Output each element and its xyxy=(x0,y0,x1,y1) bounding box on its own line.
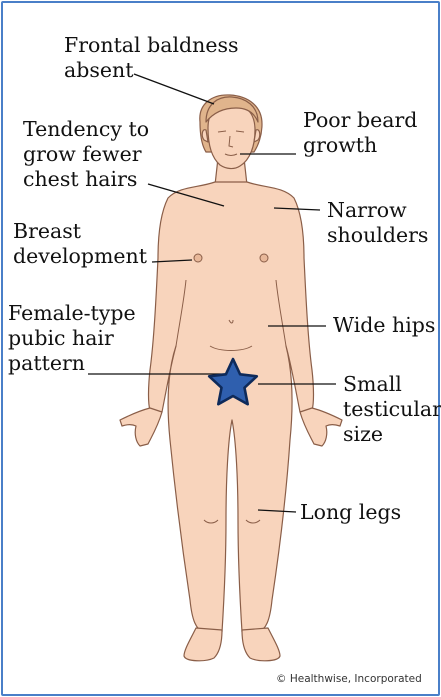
right-hand xyxy=(300,408,342,446)
label-line: grow fewer xyxy=(23,142,149,167)
label-line: Female-type xyxy=(8,301,136,326)
label-line: shoulders xyxy=(327,223,428,248)
label-poor-beard: Poor beard growth xyxy=(303,108,417,158)
label-wide-hips: Wide hips xyxy=(333,313,435,338)
label-line: pubic hair xyxy=(8,326,136,351)
label-chest-hair: Tendency to grow fewer chest hairs xyxy=(23,117,149,192)
label-frontal-baldness: Frontal baldness absent xyxy=(64,33,239,83)
label-line: Narrow xyxy=(327,198,428,223)
right-foot xyxy=(242,628,280,661)
label-line: testicular xyxy=(343,397,441,422)
label-line: Breast xyxy=(13,219,147,244)
left-hand xyxy=(120,408,162,446)
left-foot xyxy=(184,628,222,661)
label-long-legs: Long legs xyxy=(300,500,401,525)
label-narrow-shoulders: Narrow shoulders xyxy=(327,198,428,248)
label-line: Tendency to xyxy=(23,117,149,142)
label-line: development xyxy=(13,244,147,269)
copyright-credit: © Healthwise, Incorporated xyxy=(276,673,422,685)
label-pubic-hair: Female-type pubic hair pattern xyxy=(8,301,136,376)
label-line: pattern xyxy=(8,351,136,376)
label-line: growth xyxy=(303,133,417,158)
label-testicular-size: Small testicular size xyxy=(343,372,441,447)
label-breast-development: Breast development xyxy=(13,219,147,269)
label-line: Small xyxy=(343,372,441,397)
label-line: absent xyxy=(64,58,239,83)
label-line: Poor beard xyxy=(303,108,417,133)
label-line: Frontal baldness xyxy=(64,33,239,58)
torso xyxy=(149,182,314,632)
label-line: size xyxy=(343,422,441,447)
label-line: chest hairs xyxy=(23,167,149,192)
